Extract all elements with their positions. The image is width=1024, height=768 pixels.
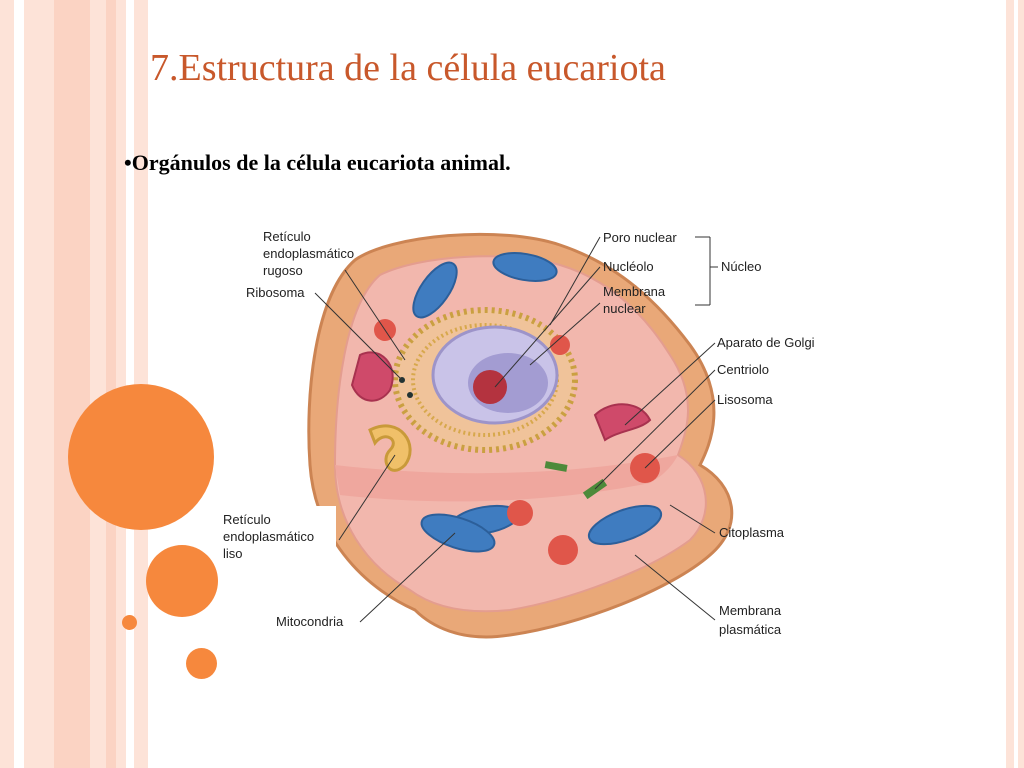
- decor-circle-medium: [146, 545, 218, 617]
- label-nucleo: Núcleo: [721, 259, 761, 274]
- label-rer-line1: Retículo: [263, 229, 311, 244]
- decor-stripe-1: [0, 0, 14, 768]
- label-golgi: Aparato de Golgi: [717, 335, 815, 350]
- decor-stripe-4: [54, 0, 90, 768]
- mitochondrion-2: [492, 252, 558, 282]
- nucleolus: [473, 370, 507, 404]
- ser-label-backing: [218, 506, 336, 564]
- mitochondrion-5: [420, 513, 496, 553]
- decor-circle-small: [186, 648, 217, 679]
- smooth-er: [368, 424, 412, 472]
- decor-stripe-5: [90, 0, 106, 768]
- ribosome: [407, 392, 413, 398]
- decor-circle-large: [68, 384, 214, 530]
- label-citoplasma: Citoplasma: [719, 525, 785, 540]
- golgi-apparatus: [593, 403, 652, 442]
- label-rer-line2: endoplasmático: [263, 246, 354, 261]
- lysosome-5: [548, 535, 578, 565]
- label-membrana-nuclear-line1: Membrana: [603, 284, 666, 299]
- decor-stripe-right-2: [1018, 0, 1024, 768]
- slide-bullet: •Orgánulos de la célula eucariota animal…: [124, 150, 511, 175]
- leader-lines: [314, 236, 718, 623]
- decor-stripe-6: [106, 0, 116, 768]
- label-rer-line3: rugoso: [263, 263, 303, 278]
- label-ribosoma: Ribosoma: [246, 285, 305, 300]
- decor-circle-tiny: [122, 615, 137, 630]
- label-membrana-plasmatica-line2: plasmática: [719, 622, 782, 637]
- cell-diagram: Retículo endoplasmático rugoso Ribosoma …: [240, 229, 815, 639]
- label-ser-overlay-line1: Retículo: [223, 512, 271, 527]
- decor-stripe-2: [14, 0, 24, 768]
- label-mitocondria: Mitocondria: [276, 614, 344, 629]
- label-ser-overlay-line2: endoplasmático: [223, 529, 314, 544]
- decor-stripe-7: [116, 0, 126, 768]
- label-membrana-plasmatica-line1: Membrana: [719, 603, 782, 618]
- label-membrana-nuclear-line2: nuclear: [603, 301, 646, 316]
- centriole-2: [544, 461, 568, 472]
- label-nucleolo: Nucléolo: [603, 259, 654, 274]
- label-lisosoma: Lisosoma: [717, 392, 773, 407]
- label-poro-nuclear: Poro nuclear: [603, 230, 677, 245]
- decor-stripe-3: [24, 0, 54, 768]
- mitochondrion-6: [587, 504, 663, 546]
- lysosome-4: [507, 500, 533, 526]
- golgi-apparatus-left: [350, 351, 394, 402]
- mitochondrion-1: [412, 261, 458, 319]
- label-centriolo: Centriolo: [717, 362, 769, 377]
- slide-title: 7.Estructura de la célula eucariota: [150, 47, 666, 89]
- ser-label-overlay: Retículo endoplasmático liso: [223, 512, 314, 561]
- label-ser-overlay-line3: liso: [223, 546, 243, 561]
- decor-stripe-right-1: [1006, 0, 1014, 768]
- lysosome-2: [550, 335, 570, 355]
